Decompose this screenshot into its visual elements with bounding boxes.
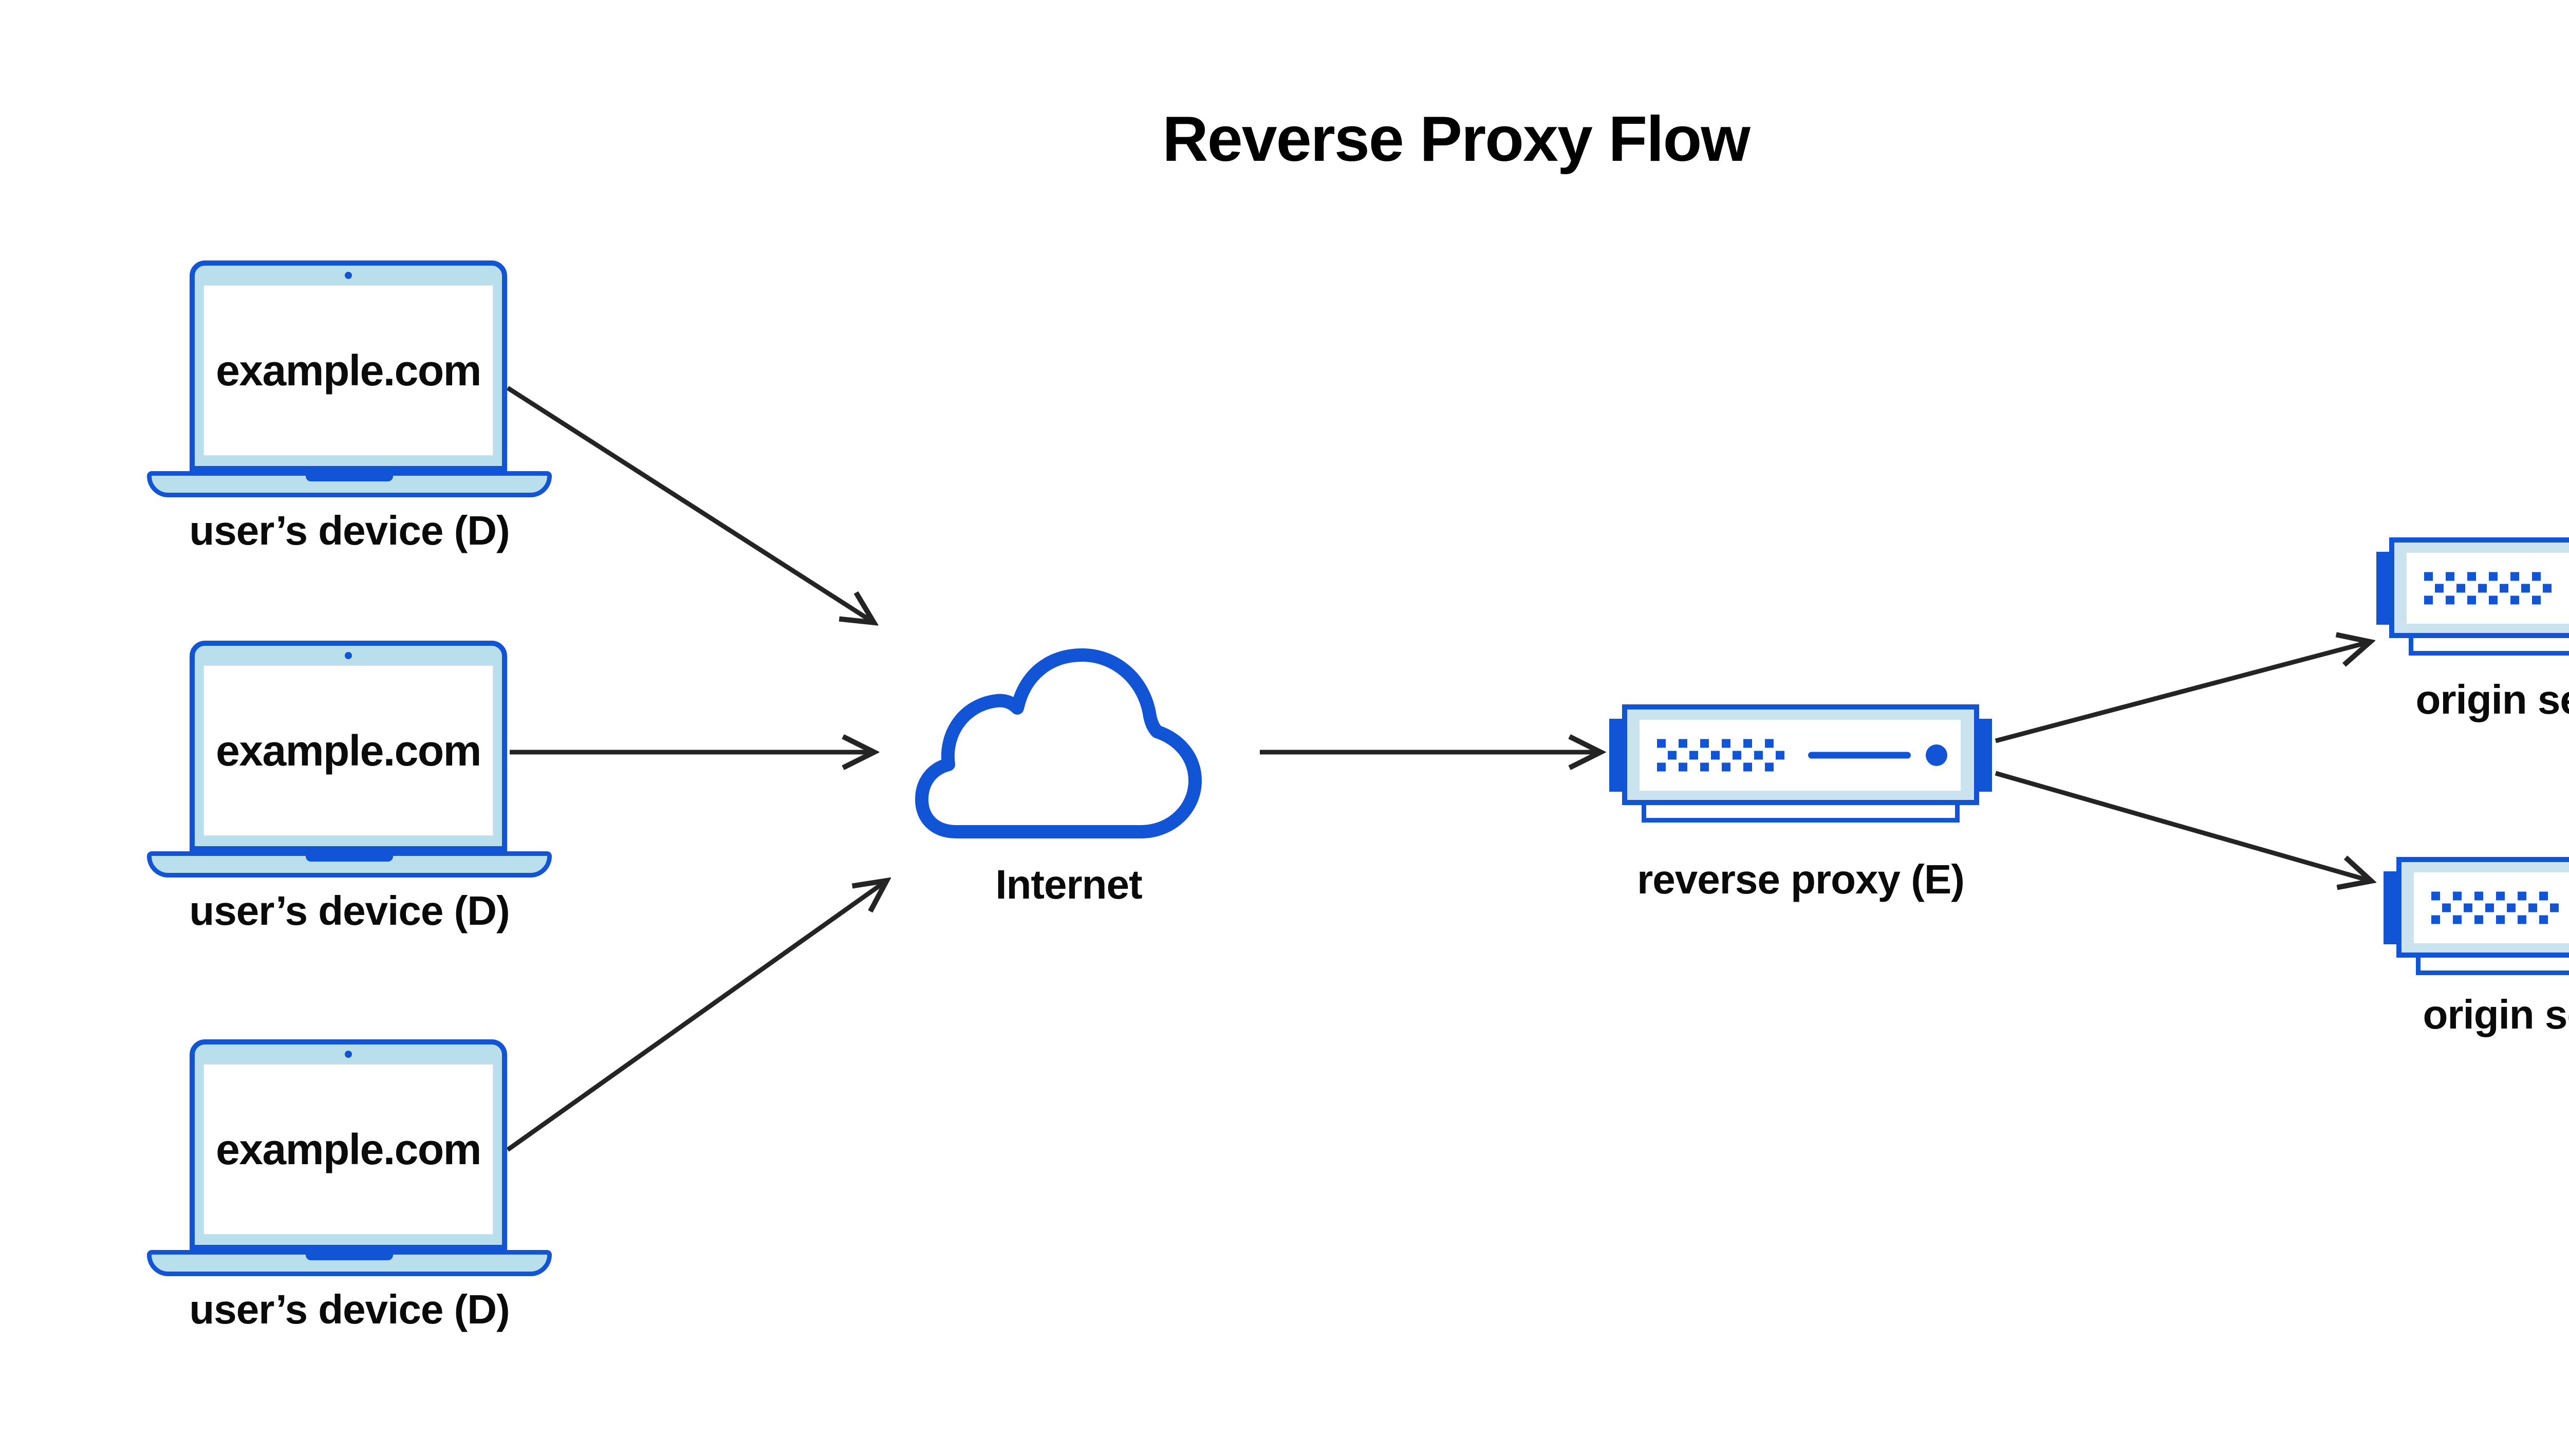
cloud-icon [915, 648, 1202, 838]
server-dot-matrix-icon [2424, 572, 2552, 605]
arrow-proxy-to-origin2 [1995, 771, 2370, 881]
server-button-icon [1926, 744, 1947, 766]
laptop-base [147, 471, 552, 497]
laptop-screen: example.com [203, 665, 494, 836]
server-dot-matrix-icon [1657, 739, 1784, 772]
origin-server-2-label: origin server (F) [2423, 992, 2569, 1037]
server-dot-matrix-icon [2431, 891, 2559, 924]
user-device-3: example.com [147, 1039, 552, 1348]
user-device-2: example.com [147, 641, 552, 949]
arrow-device3-to-internet [506, 882, 885, 1152]
laptop-base-notch [306, 1255, 393, 1260]
screen-url-text: example.com [216, 346, 481, 395]
reverse-proxy-label: reverse proxy (E) [1637, 856, 1965, 902]
camera-dot-icon [345, 652, 352, 659]
laptop-base [147, 1250, 552, 1276]
server-panel [1640, 720, 1961, 791]
screen-url-text: example.com [216, 1125, 481, 1173]
diagram-title: Reverse Proxy Flow [1162, 104, 1751, 175]
laptop-icon: example.com [190, 260, 507, 471]
server-panel [2414, 872, 2569, 943]
internet-label: Internet [995, 862, 1142, 907]
user-device-3-label: user’s device (D) [189, 1286, 510, 1332]
screen-url-text: example.com [216, 726, 481, 775]
origin-server-1-label: origin server (F) [2415, 677, 2569, 722]
origin-server-2-node [2384, 857, 2569, 975]
reverse-proxy-node [1609, 704, 1992, 823]
laptop-base-notch [306, 476, 393, 481]
laptop-icon: example.com [190, 1039, 507, 1250]
arrow-proxy-to-origin1 [1995, 642, 2369, 743]
camera-dot-icon [345, 1051, 352, 1058]
server-icon [2389, 537, 2569, 638]
server-icon [2396, 857, 2569, 958]
laptop-screen: example.com [203, 285, 494, 456]
laptop-base-notch [306, 856, 393, 862]
laptop-screen: example.com [203, 1063, 494, 1235]
camera-dot-icon [345, 272, 352, 279]
user-device-1-label: user’s device (D) [189, 508, 510, 553]
server-slot-icon [1808, 752, 1911, 759]
user-device-2-label: user’s device (D) [189, 888, 510, 934]
laptop-icon: example.com [190, 641, 507, 851]
origin-server-1-node [2376, 537, 2569, 656]
server-panel [2407, 553, 2569, 624]
arrow-device1-to-internet [506, 386, 872, 622]
user-device-1: example.com [147, 260, 552, 569]
server-icon [1622, 704, 1979, 805]
laptop-base [147, 851, 552, 878]
internet-node [915, 648, 1202, 838]
